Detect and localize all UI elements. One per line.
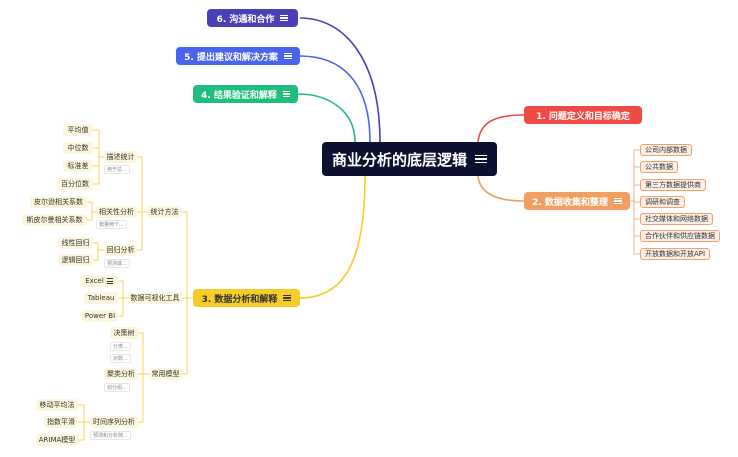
branch-b2[interactable]: 2. 数据收集和整理	[524, 192, 630, 210]
viz-tools[interactable]: 数据可视化工具	[128, 292, 182, 304]
b2-item[interactable]: 公共数据	[640, 161, 678, 173]
b2-item[interactable]: 开放数据和开放API	[640, 248, 711, 260]
desc-item[interactable]: 标准差	[63, 160, 93, 172]
root-label: 商业分析的底层逻辑	[332, 150, 468, 169]
edge-b6	[299, 17, 381, 143]
branch-b2-label: 2. 数据收集和整理	[532, 197, 608, 208]
corr-analysis[interactable]: 相关性分析	[96, 206, 137, 218]
branch-b6-label: 6. 沟通和合作	[216, 14, 275, 25]
common-models[interactable]: 常用模型	[149, 368, 182, 380]
branch-b1-label: 1. 问题定义和目标确定	[536, 111, 630, 122]
branch-b3-label: 3. 数据分析和解释	[201, 294, 278, 305]
menu-lines-icon	[283, 293, 292, 303]
branch-b5[interactable]: 5. 提出建议和解决方案	[176, 47, 300, 65]
desc-item[interactable]: 平均值	[63, 124, 93, 136]
branch-b1[interactable]: 1. 问题定义和目标确定	[524, 106, 642, 124]
cluster-analysis-note[interactable]: 划分组...	[104, 383, 130, 392]
branch-b4-label: 4. 结果验证和解释	[201, 90, 277, 101]
cluster-analysis[interactable]: 聚类分析	[104, 368, 138, 380]
branch-b6[interactable]: 6. 沟通和合作	[207, 9, 298, 27]
edge-b2	[477, 175, 525, 202]
branch-b3[interactable]: 3. 数据分析和解释	[193, 289, 300, 307]
b3-edges	[78, 129, 193, 441]
menu-lines-icon	[283, 51, 292, 61]
desc-stats[interactable]: 描述统计	[104, 151, 137, 163]
edge-b5	[299, 55, 371, 143]
branch-b4[interactable]: 4. 结果验证和解释	[193, 85, 298, 103]
menu-lines-icon	[280, 13, 289, 23]
desc-item[interactable]: 百分位数	[57, 178, 93, 190]
root-node[interactable]: 商业分析的底层逻辑	[322, 142, 497, 176]
corr-item[interactable]: 斯皮尔曼相关系数	[22, 214, 87, 226]
viz-item-excel[interactable]: Excel	[80, 275, 118, 287]
reg-item[interactable]: 线性回归	[58, 237, 93, 249]
ts-item[interactable]: 移动平均法	[36, 399, 78, 411]
b2-item[interactable]: 第三方数据提供商	[640, 179, 706, 191]
corr-item[interactable]: 皮尔逊相关系数	[30, 196, 87, 208]
b2-item[interactable]: 合作伙伴和供应链数据	[640, 230, 720, 242]
menu-lines-icon	[475, 153, 487, 166]
reg-item[interactable]: 逻辑回归	[58, 254, 93, 266]
viz-item-powerbi[interactable]: Power BI	[82, 310, 118, 322]
regression[interactable]: 回归分析	[104, 244, 137, 256]
time-series-note[interactable]: 预测和分析随...	[90, 431, 131, 440]
decision-tree-note[interactable]: 对数...	[110, 354, 131, 363]
decision-tree-note[interactable]: 分类...	[110, 342, 131, 351]
menu-lines-icon	[613, 196, 622, 206]
decision-tree[interactable]: 决策树	[110, 327, 138, 339]
b2-item[interactable]: 调研和调查	[640, 196, 685, 208]
regression-note[interactable]: 预测或...	[104, 259, 130, 268]
menu-lines-icon	[282, 89, 290, 99]
b2-item[interactable]: 社交媒体和网络数据	[640, 213, 713, 225]
b2-item[interactable]: 公司内部数据	[640, 144, 692, 156]
ts-item[interactable]: 指数平滑	[44, 416, 78, 428]
desc-item[interactable]: 中位数	[63, 142, 93, 154]
time-series[interactable]: 时间序列分析	[90, 416, 138, 428]
branch-b5-label: 5. 提出建议和解决方案	[184, 52, 278, 63]
edge-b3	[299, 175, 366, 299]
ts-item[interactable]: ARIMA模型	[36, 434, 78, 446]
edge-b1	[477, 114, 525, 143]
excel-icon	[106, 277, 113, 285]
b2-edges	[630, 149, 640, 255]
viz-item-tableau[interactable]: Tableau	[84, 292, 118, 304]
stats-methods[interactable]: 统计方法	[147, 206, 182, 218]
desc-stats-note[interactable]: 用于总...	[104, 165, 130, 174]
edge-b4	[297, 93, 356, 143]
corr-analysis-note[interactable]: 衡量两个...	[96, 220, 127, 229]
